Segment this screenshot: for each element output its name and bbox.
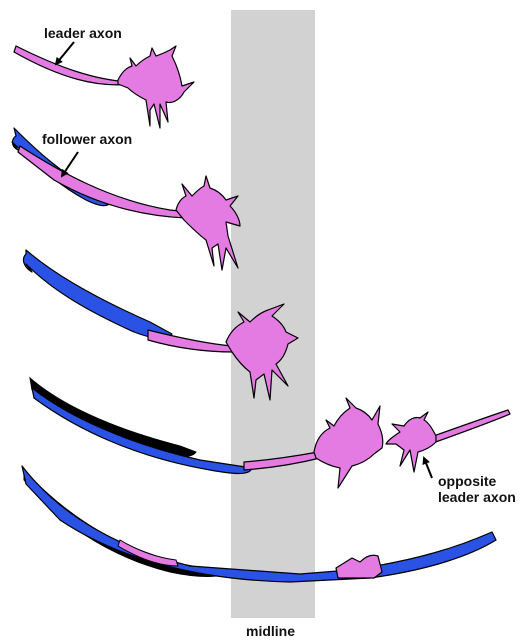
stage-1-leader-only	[14, 46, 194, 128]
follower-axon-arrow	[62, 152, 78, 176]
third-axon-shaft	[24, 470, 226, 577]
leader-axon-shaft	[148, 330, 234, 352]
opposite-leader-axon-shaft	[428, 410, 510, 444]
leader-growth-cone	[118, 46, 194, 128]
opposite-leader-arrow	[424, 458, 432, 478]
leader-axon-growth-cone-crossed	[336, 555, 382, 578]
opposite-leader-axon-label-line1: opposite	[438, 474, 496, 489]
leader-axon-label: leader axon	[44, 26, 122, 41]
follower-axon-label: follower axon	[42, 132, 132, 147]
opposite-leader-growth-cone	[386, 412, 436, 472]
third-axon-shaft	[30, 378, 196, 457]
stage-2-follower-on-leader	[12, 128, 240, 270]
leader-growth-cone	[314, 398, 383, 488]
follower-axon-shaft	[32, 388, 252, 474]
leader-growth-cone	[176, 176, 240, 270]
follower-axon-shaft	[24, 250, 172, 338]
leader-axon-shaft	[14, 46, 132, 85]
midline-label: midline	[246, 624, 295, 639]
opposite-leader-axon-label-line2: leader axon	[438, 490, 516, 505]
leader-axon-arrow	[56, 42, 74, 64]
